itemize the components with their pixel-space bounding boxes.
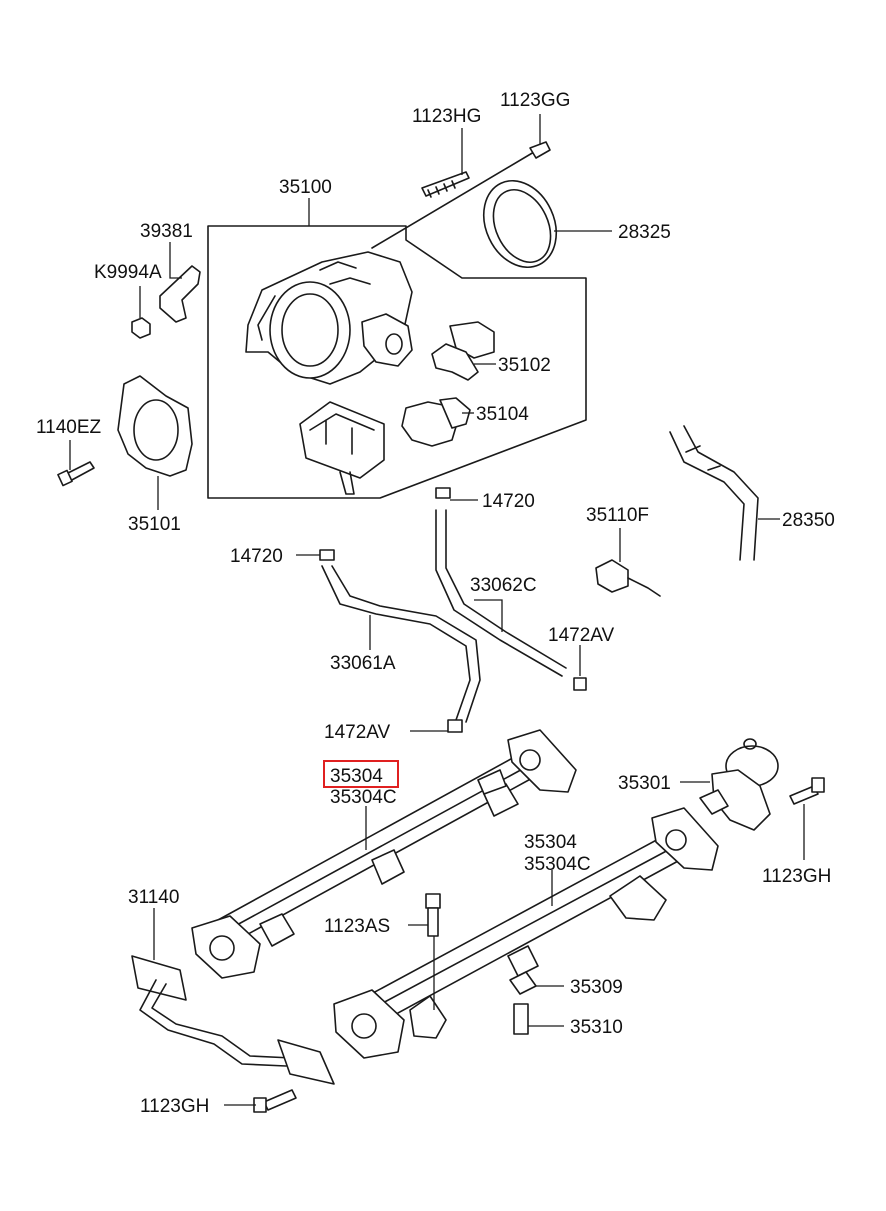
- label-39381[interactable]: 39381: [140, 221, 193, 242]
- stud-1123gg: [371, 114, 551, 249]
- clamp-1472av-right: [573, 645, 587, 691]
- label-35104[interactable]: 35104: [476, 404, 529, 425]
- hose-33062c: [435, 509, 567, 677]
- label-1472av-lower[interactable]: 1472AV: [324, 722, 391, 743]
- gasket-35101: [117, 375, 193, 510]
- label-35310[interactable]: 35310: [570, 1017, 623, 1038]
- label-35304c-upper[interactable]: 35304C: [330, 787, 397, 808]
- label-35309[interactable]: 35309: [570, 977, 623, 998]
- label-35102[interactable]: 35102: [498, 355, 551, 376]
- gasket-ring-28325: [482, 179, 612, 269]
- fuel-rail-35304-lower: [333, 807, 719, 1059]
- label-33062c[interactable]: 33062C: [470, 575, 537, 596]
- bolt-1123as: [408, 893, 441, 1010]
- label-35301[interactable]: 35301: [618, 773, 671, 794]
- nut-k9994a: [131, 286, 151, 339]
- label-28350[interactable]: 28350: [782, 510, 835, 531]
- hose-28350: [669, 425, 780, 561]
- label-14720-left[interactable]: 14720: [230, 546, 283, 567]
- label-1123gg[interactable]: 1123GG: [500, 90, 570, 111]
- label-1140ez[interactable]: 1140EZ: [36, 417, 102, 438]
- label-33061a[interactable]: 33061A: [330, 653, 396, 674]
- label-14720-upper[interactable]: 14720: [482, 491, 535, 512]
- bracket-39381: [159, 242, 201, 323]
- hose-33061a: [321, 565, 481, 723]
- label-35100[interactable]: 35100: [279, 177, 332, 198]
- label-35304-upper[interactable]: 35304: [330, 766, 383, 787]
- clip-35309: [509, 971, 564, 995]
- label-35304c-lower[interactable]: 35304C: [524, 854, 591, 875]
- label-1472av-right[interactable]: 1472AV: [548, 625, 615, 646]
- label-1123as[interactable]: 1123AS: [324, 916, 390, 937]
- label-35110f[interactable]: 35110F: [586, 505, 649, 526]
- throttle-body-assembly: [207, 225, 587, 499]
- pressure-regulator-35301: [680, 738, 779, 831]
- highlight-box: [323, 760, 399, 788]
- stay-31140: [131, 908, 335, 1085]
- label-31140[interactable]: 31140: [128, 887, 179, 908]
- sensor-35110f: [595, 528, 661, 597]
- label-1123hg[interactable]: 1123HG: [412, 106, 481, 127]
- label-28325[interactable]: 28325: [618, 222, 671, 243]
- bolt-1123gh-right: [789, 777, 825, 860]
- fuel-rail-35304-upper[interactable]: [191, 729, 577, 979]
- bolt-1140ez: [57, 440, 95, 487]
- clamp-14720-left: [296, 549, 335, 561]
- bolt-1123hg: [421, 128, 470, 198]
- label-k9994a[interactable]: K9994A: [94, 262, 162, 283]
- bolt-1123gh-bottom: [224, 1089, 297, 1113]
- injector-35310: [513, 1003, 564, 1035]
- clamp-14720-upper: [435, 487, 478, 501]
- clamp-1472av-lower: [410, 719, 463, 733]
- label-1123gh-right[interactable]: 1123GH: [762, 866, 831, 887]
- label-35101[interactable]: 35101: [128, 514, 181, 535]
- label-1123gh-bottom[interactable]: 1123GH: [140, 1096, 209, 1117]
- label-35304-lower[interactable]: 35304: [524, 832, 577, 853]
